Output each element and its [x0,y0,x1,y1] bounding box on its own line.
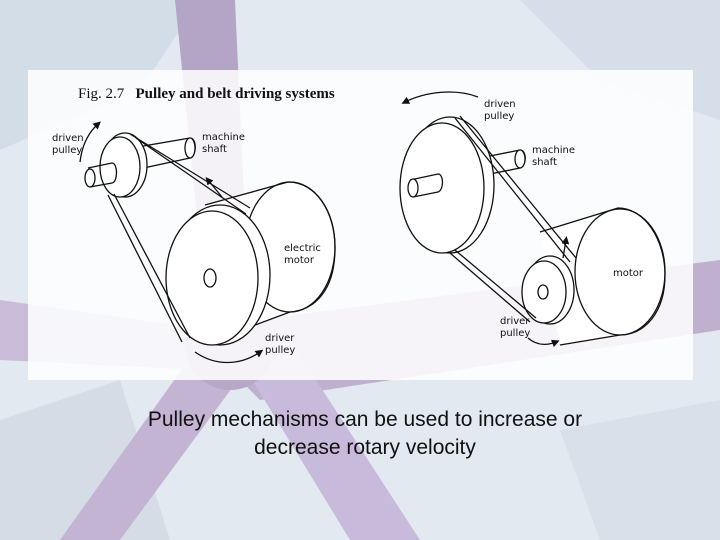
right-motor [539,207,666,346]
left-driven-pulley-label: driven pulley [52,133,84,156]
left-belt-direction-arrow [205,176,223,198]
left-driven-rotation-arrow [79,121,101,163]
right-driven-pulley-label: driven pulley [484,99,516,122]
figure-number: Fig. 2.7 [78,86,125,102]
right-driver-pulley-label: driver pulley [500,316,531,339]
left-machine-shaft-label: machine shaft [202,132,245,155]
figure-title: Fig. 2.7 Pulley and belt driving systems [78,86,335,103]
right-machine-shaft-label: machine shaft [532,145,575,168]
left-driver-rotation-arrow [194,349,264,364]
right-driven-pulley [399,116,495,254]
figure-title-text: Pulley and belt driving systems [135,86,335,102]
left-electric-motor-label: electric motor [284,243,321,266]
right-driver-pulley [521,255,575,325]
caption-line-1: Pulley mechanisms can be used to increas… [147,408,583,431]
left-driver-pulley [165,204,271,346]
right-belt-direction-arrow [561,236,570,259]
caption: Pulley mechanisms can be used to increas… [60,406,670,462]
right-motor-label: motor [613,268,644,279]
right-driven-rotation-arrow [401,91,479,104]
caption-line-2: decrease rotary velocity [254,436,476,459]
left-driver-pulley-label: driver pulley [265,333,296,356]
right-driver-rotation-arrow [527,337,560,348]
left-belt [107,133,251,343]
left-driven-pulley [84,132,148,198]
right-belt [449,115,577,323]
